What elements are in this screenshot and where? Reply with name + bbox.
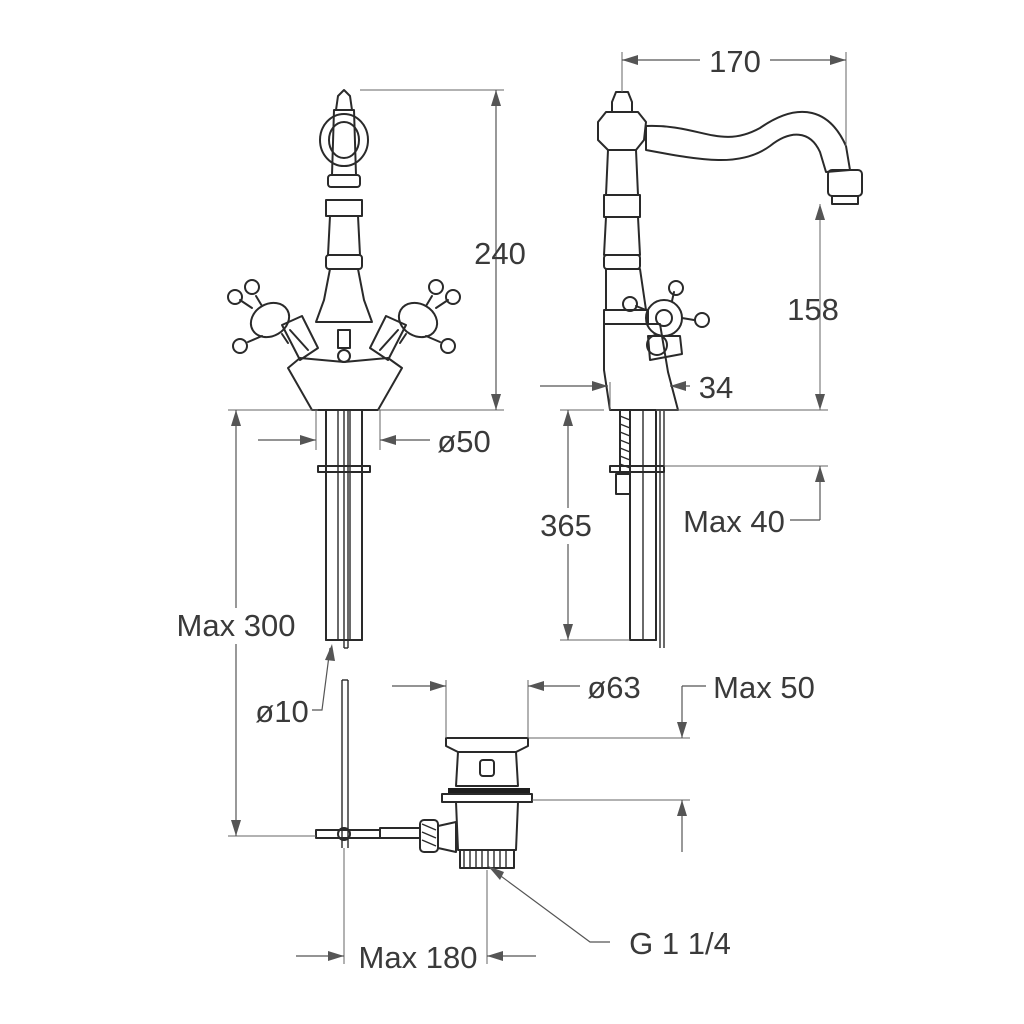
label-height-365: 365 bbox=[540, 508, 592, 543]
label-max-300: Max 300 bbox=[177, 608, 296, 643]
label-height-240: 240 bbox=[474, 236, 526, 271]
side-view-mixer bbox=[597, 91, 863, 648]
label-diameter-50: ø50 bbox=[437, 424, 490, 459]
right-cross-handle bbox=[369, 279, 461, 361]
front-view-mixer bbox=[227, 89, 461, 649]
label-diameter-10: ø10 bbox=[255, 694, 308, 729]
label-offset-34: 34 bbox=[699, 370, 733, 405]
side-cross-handle bbox=[622, 280, 710, 361]
label-diameter-63: ø63 bbox=[587, 670, 640, 705]
label-spout-158: 158 bbox=[787, 292, 839, 327]
label-max-180: Max 180 bbox=[359, 940, 478, 975]
dimension-labels: 170 240 158 34 ø50 365 Max 40 Max 300 ø1… bbox=[177, 44, 839, 975]
pop-up-waste bbox=[315, 679, 533, 869]
dimension-lines bbox=[228, 52, 847, 964]
label-width-170: 170 bbox=[709, 44, 761, 79]
left-cross-handle bbox=[227, 279, 319, 361]
label-max-40: Max 40 bbox=[683, 504, 785, 539]
label-thread-g114: G 1 1/4 bbox=[629, 926, 731, 961]
label-max-50: Max 50 bbox=[713, 670, 815, 705]
